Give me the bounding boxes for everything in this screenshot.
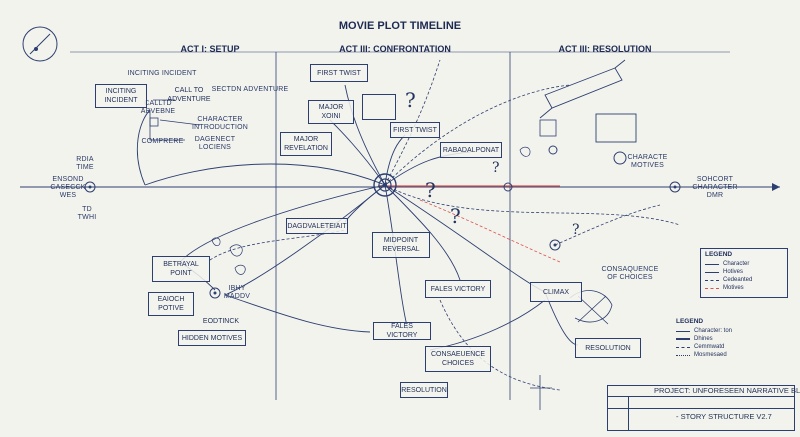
character-introduction-label: CHARACTER INTRODUCTION <box>191 116 249 131</box>
midpoint-reversal-box[interactable]: MIDPOINT REVERSAL <box>372 232 430 258</box>
compass-icon <box>22 26 58 62</box>
node-mid-icon <box>503 182 513 192</box>
act-1-heading: ACT I: SETUP <box>180 44 240 54</box>
question-mark-icon: ? <box>492 160 500 176</box>
legend-lower-item: Character: ton <box>694 328 733 334</box>
question-mark-icon: ? <box>405 88 416 112</box>
choice-sketch-icon <box>569 290 613 325</box>
calltd-abvebne-label: CALLTD ABVEBNE <box>140 100 176 115</box>
dagenect-lociens-label: DAGENECT LOCIENS <box>194 136 236 151</box>
gear-sketch-icon <box>548 145 558 155</box>
td-twhi-label: TD TWHI <box>77 206 97 221</box>
hub-node-icon <box>373 173 397 197</box>
panel-sketch-icon <box>595 113 637 143</box>
call-to-adventure-box[interactable]: CALL TO ADVENTURE <box>167 87 211 103</box>
legend-upper-item: Character <box>723 261 750 267</box>
fales-victory-box-1[interactable]: FALES VICTORY <box>425 280 491 298</box>
first-twist-top-box[interactable]: FIRST TWIST <box>310 64 368 82</box>
ensond-casecck-label: ENSOND CASECCK WES <box>50 176 86 199</box>
inciting-incident-label: INCITING INCIDENT <box>127 70 197 77</box>
project-title: PROJECT: UNFORESEEN NARRATIVE BLUEPRINT <box>654 386 800 395</box>
legend-upper-item: Cedeanted <box>723 277 753 283</box>
bottom-marker-icon <box>530 375 552 410</box>
legend-lower-title: LEGEND <box>676 318 704 325</box>
clock-sketch-icon <box>613 151 627 165</box>
consaeuence-choices-box[interactable]: CONSAEUENCE CHOICES <box>425 346 491 372</box>
rdia-time-label: RDIA TIME <box>76 156 94 171</box>
sectdn-adventure-label: SECTDN ADVENTURE <box>211 86 289 93</box>
legend-lower-item: Mosmesaed <box>694 352 727 358</box>
diagram-title: MOVIE PLOT TIMELINE <box>338 20 462 32</box>
resolution-right-box[interactable]: RESOLUTION <box>575 338 641 358</box>
betrayal-node-icon <box>209 287 221 299</box>
question-mark-icon: ? <box>425 178 436 202</box>
sketch-panel-box <box>362 94 396 120</box>
sohcort-character-label: SOHCORT CHARACTER DMR <box>692 176 738 199</box>
consaquence-of-choices-label: CONSAQUENCE OF CHOICES <box>601 266 659 281</box>
characte-motives-label: CHARACTE MOTIVES <box>627 154 668 169</box>
act-3-heading: ACT III: RESOLUTION <box>558 44 652 54</box>
climax-node-icon <box>549 239 561 251</box>
fales-victory-box-2[interactable]: FALES VICTORY <box>373 322 431 340</box>
inciting-incident-box[interactable]: INCITING INCIDENT <box>95 84 147 108</box>
major-xoini-box[interactable]: MAJOR XOINI <box>308 100 354 124</box>
project-info-box: PROJECT: UNFORESEEN NARRATIVE BLUEPRINT … <box>607 385 800 431</box>
node-end-icon <box>669 181 681 193</box>
legend-upper: LEGEND Character Hotives Cedeanted Motiv… <box>700 248 788 298</box>
dagdvaleteiait-box[interactable]: DAGDVALETEIAIT <box>286 218 348 234</box>
comprere-label: COMPRERE <box>141 138 184 145</box>
hidden-motives-box[interactable]: HIDDEN MOTIVES <box>178 330 246 346</box>
film-strip-icon <box>539 59 626 119</box>
legend-lower-item: Cemmwatd <box>694 344 725 350</box>
legend-upper-item: Motives <box>723 285 744 291</box>
legend-lower-item: Dhines <box>694 336 713 342</box>
ibhy-maddv-label: IBHY MADDV <box>223 285 251 300</box>
first-twist-box[interactable]: FIRST TWIST <box>390 122 440 138</box>
eaioch-potive-box[interactable]: EAIOCH POTIVE <box>148 292 194 316</box>
project-version: - STORY STRUCTURE V2.7 <box>676 412 772 421</box>
eodtinck-label: EODTINCK <box>202 317 240 325</box>
rabadalponat-box[interactable]: RABADALPONAT <box>440 142 502 158</box>
legend-upper-item: Hotives <box>723 269 744 275</box>
betrayal-point-box[interactable]: BETRAYAL POINT <box>152 256 210 282</box>
major-revelation-box[interactable]: MAJOR REVELATION <box>280 132 332 156</box>
climax-box[interactable]: CLIMAX <box>530 282 582 302</box>
question-mark-icon: ? <box>450 204 461 228</box>
camera-sketch-icon <box>539 119 557 137</box>
legend-lower: LEGEND Character: ton Dhines Cemmwatd Mo… <box>672 316 786 360</box>
node-start-icon <box>84 181 96 193</box>
legend-upper-title: LEGEND <box>705 251 733 258</box>
timeline-arrow-icon <box>772 183 780 191</box>
resolution-mid-box[interactable]: RESOLUTION <box>400 382 448 398</box>
question-mark-icon: ? <box>572 222 580 238</box>
act-2-heading: ACT III: CONFRONTATION <box>339 44 451 54</box>
ink-blob-icons <box>211 146 531 275</box>
